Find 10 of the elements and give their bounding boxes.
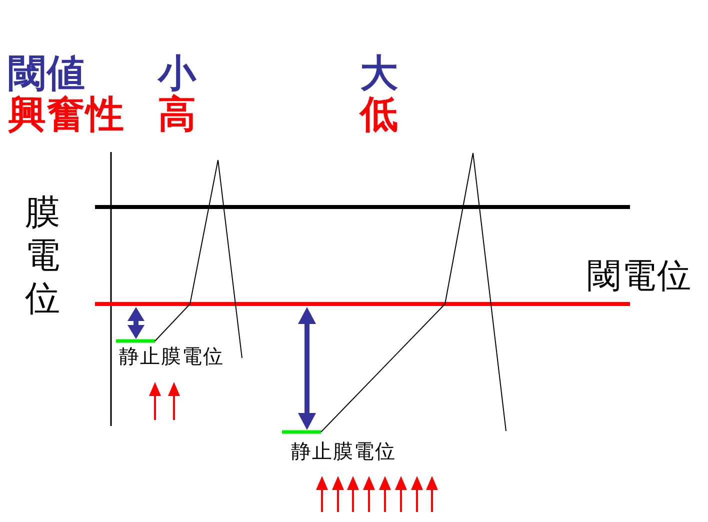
row-heading: 興奮性 [8, 95, 125, 133]
value-label: 高 [158, 95, 196, 133]
value-label: 小 [158, 54, 196, 92]
line-label: 閾電位 [587, 259, 692, 293]
row-heading: 閾値 [8, 54, 86, 92]
value-label: 低 [360, 95, 398, 133]
value-label: 大 [360, 54, 398, 92]
axis-label: 膜電位 [24, 192, 61, 321]
annotation-label: 静止膜電位 [119, 346, 224, 366]
annotation-label: 静止膜電位 [291, 441, 396, 461]
